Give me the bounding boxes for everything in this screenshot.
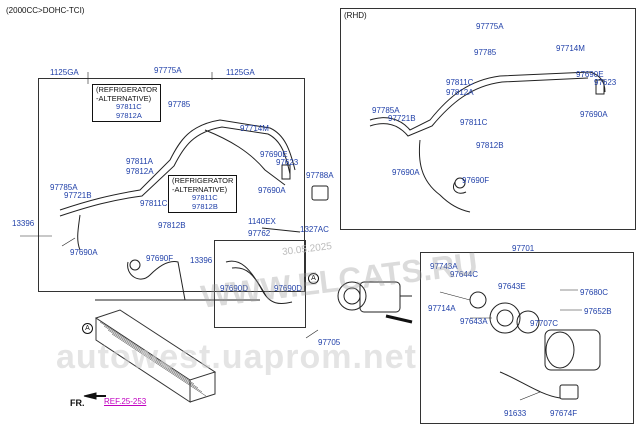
part-97623[interactable]: 97623 (276, 158, 299, 167)
rhd-part-97812A[interactable]: 97812A (446, 88, 474, 97)
hose-97690D (225, 260, 293, 304)
part-97690E (281, 164, 291, 180)
alternative-box-1: (REFRIGERATOR -ALTERNATIVE) 97811C 97812… (92, 84, 162, 122)
rhd-part-97811C[interactable]: 97811C (446, 78, 474, 87)
pipe-suction (204, 129, 286, 186)
rhd-pipe-upper (369, 71, 606, 131)
part-1125GA-right[interactable]: 1125GA (226, 68, 255, 77)
part-97714M[interactable]: 97714M (240, 124, 269, 133)
rhd-part-97785[interactable]: 97785 (474, 48, 497, 57)
rhd-part-97690A[interactable]: 97690A (392, 168, 420, 177)
comp-part-91633[interactable]: 91633 (504, 409, 527, 418)
part-97721B[interactable]: 97721B (64, 191, 92, 200)
hose-97690D-b (231, 267, 267, 297)
comp-part-97701[interactable]: 97701 (512, 244, 535, 253)
part-97690F (129, 259, 141, 271)
part-97690D-b[interactable]: 97690D (274, 284, 303, 293)
part-97812B[interactable]: 97812B (158, 221, 186, 230)
comp-part-97714A[interactable]: 97714A (428, 304, 456, 313)
hose-subpanel (214, 240, 306, 328)
rhd-part-97811C-b[interactable]: 97811C (460, 118, 488, 127)
main-lhd-panel (38, 78, 305, 292)
part-97690D-a[interactable]: 97690D (220, 284, 249, 293)
rhd-pipe-lower (369, 77, 589, 137)
part-rhd-97690F (454, 177, 466, 189)
pipe-main-upper (59, 119, 296, 211)
rhd-part-97812B[interactable]: 97812B (476, 141, 504, 150)
comp-part-97652B[interactable]: 97652B (584, 307, 612, 316)
part-13396-right[interactable]: 13396 (190, 256, 213, 265)
part-97811C[interactable]: 97811C (140, 199, 168, 208)
part-97690F[interactable]: 97690F (146, 254, 174, 263)
comp-part-97644C[interactable]: 97644C (450, 270, 479, 279)
part-97788A (311, 185, 329, 201)
marker-a-left: A (82, 323, 93, 334)
pipe-97690F (127, 261, 186, 301)
front-direction-label: FR. (70, 398, 85, 408)
leader-97762 (261, 227, 301, 233)
part-97811A[interactable]: 97811A (126, 157, 153, 166)
rhd-part-97690F[interactable]: 97690F (462, 176, 490, 185)
engine-caption: (2000CC>DOHC-TCI) (6, 6, 85, 15)
part-97690E[interactable]: 97690E (260, 150, 288, 159)
watermark-autowest: autowest.uaprom.net (56, 338, 417, 376)
alt1-part-97812A[interactable]: 97812A (116, 110, 142, 120)
alt2-part-97812B[interactable]: 97812B (192, 201, 218, 211)
alt1-part-97811C[interactable]: 97811C (116, 102, 142, 111)
pipe-main-lower (59, 126, 291, 217)
part-1327AC[interactable]: 1327AC (300, 225, 329, 234)
rhd-part-97714M[interactable]: 97714M (556, 44, 585, 53)
condenser (94, 309, 217, 403)
part-97762[interactable]: 97762 (248, 229, 271, 238)
fr-arrow (83, 392, 97, 400)
compressor-exploded (469, 291, 601, 400)
part-97690A-top[interactable]: 97690A (258, 186, 286, 195)
drive-belt (385, 314, 413, 324)
rhd-part-97690E[interactable]: 97690E (576, 70, 604, 79)
part-97785[interactable]: 97785 (168, 100, 191, 109)
comp-part-97743A[interactable]: 97743A (430, 262, 458, 271)
part-97785A[interactable]: 97785A (50, 183, 78, 192)
compressor-panel (420, 252, 634, 424)
rhd-part-97690A-right[interactable]: 97690A (580, 110, 608, 119)
alt1-line2: -ALTERNATIVE) (96, 93, 152, 103)
part-1125GA-left[interactable]: 1125GA (50, 68, 79, 77)
part-97812A[interactable]: 97812A (126, 167, 154, 176)
pipe-down-left (77, 214, 81, 251)
rhd-pipe-drop (418, 139, 471, 213)
marker-a-right: A (308, 273, 319, 284)
alternative-box-2: (REFRIGERATOR -ALTERNATIVE) 97811C 97812… (168, 175, 238, 213)
compressor-lhd (337, 281, 412, 313)
part-97775A[interactable]: 97775A (154, 66, 182, 75)
alt2-part-97811C[interactable]: 97811C (192, 193, 218, 202)
part-97788A[interactable]: 97788A (306, 171, 334, 180)
rhd-part-97785A[interactable]: 97785A (372, 106, 400, 115)
alt1-line1: (REFRIGERATOR (96, 85, 158, 94)
rhd-panel (340, 8, 636, 230)
comp-part-97674F[interactable]: 97674F (550, 409, 578, 418)
part-rhd-97690E (595, 79, 605, 95)
rhd-pipe-loop (452, 181, 467, 194)
rhd-part-97721B[interactable]: 97721B (388, 114, 416, 123)
alt2-line2: -ALTERNATIVE) (172, 184, 228, 194)
rhd-part-97775A[interactable]: 97775A (476, 22, 504, 31)
comp-part-97680C[interactable]: 97680C (580, 288, 609, 297)
alt2-line1: (REFRIGERATOR (172, 176, 234, 185)
part-13396-left[interactable]: 13396 (12, 219, 35, 228)
rhd-caption: (RHD) (344, 11, 367, 20)
comp-part-97643A[interactable]: 97643A (460, 317, 488, 326)
comp-part-97707C[interactable]: 97707C (530, 319, 559, 328)
part-1140EX[interactable]: 1140EX (248, 217, 276, 226)
part-97705[interactable]: 97705 (318, 338, 341, 347)
rhd-part-97623[interactable]: 97623 (594, 78, 617, 87)
ref-link[interactable]: REF.25-253 (104, 397, 147, 406)
part-97690A[interactable]: 97690A (70, 248, 98, 257)
comp-part-97643E[interactable]: 97643E (498, 282, 526, 291)
